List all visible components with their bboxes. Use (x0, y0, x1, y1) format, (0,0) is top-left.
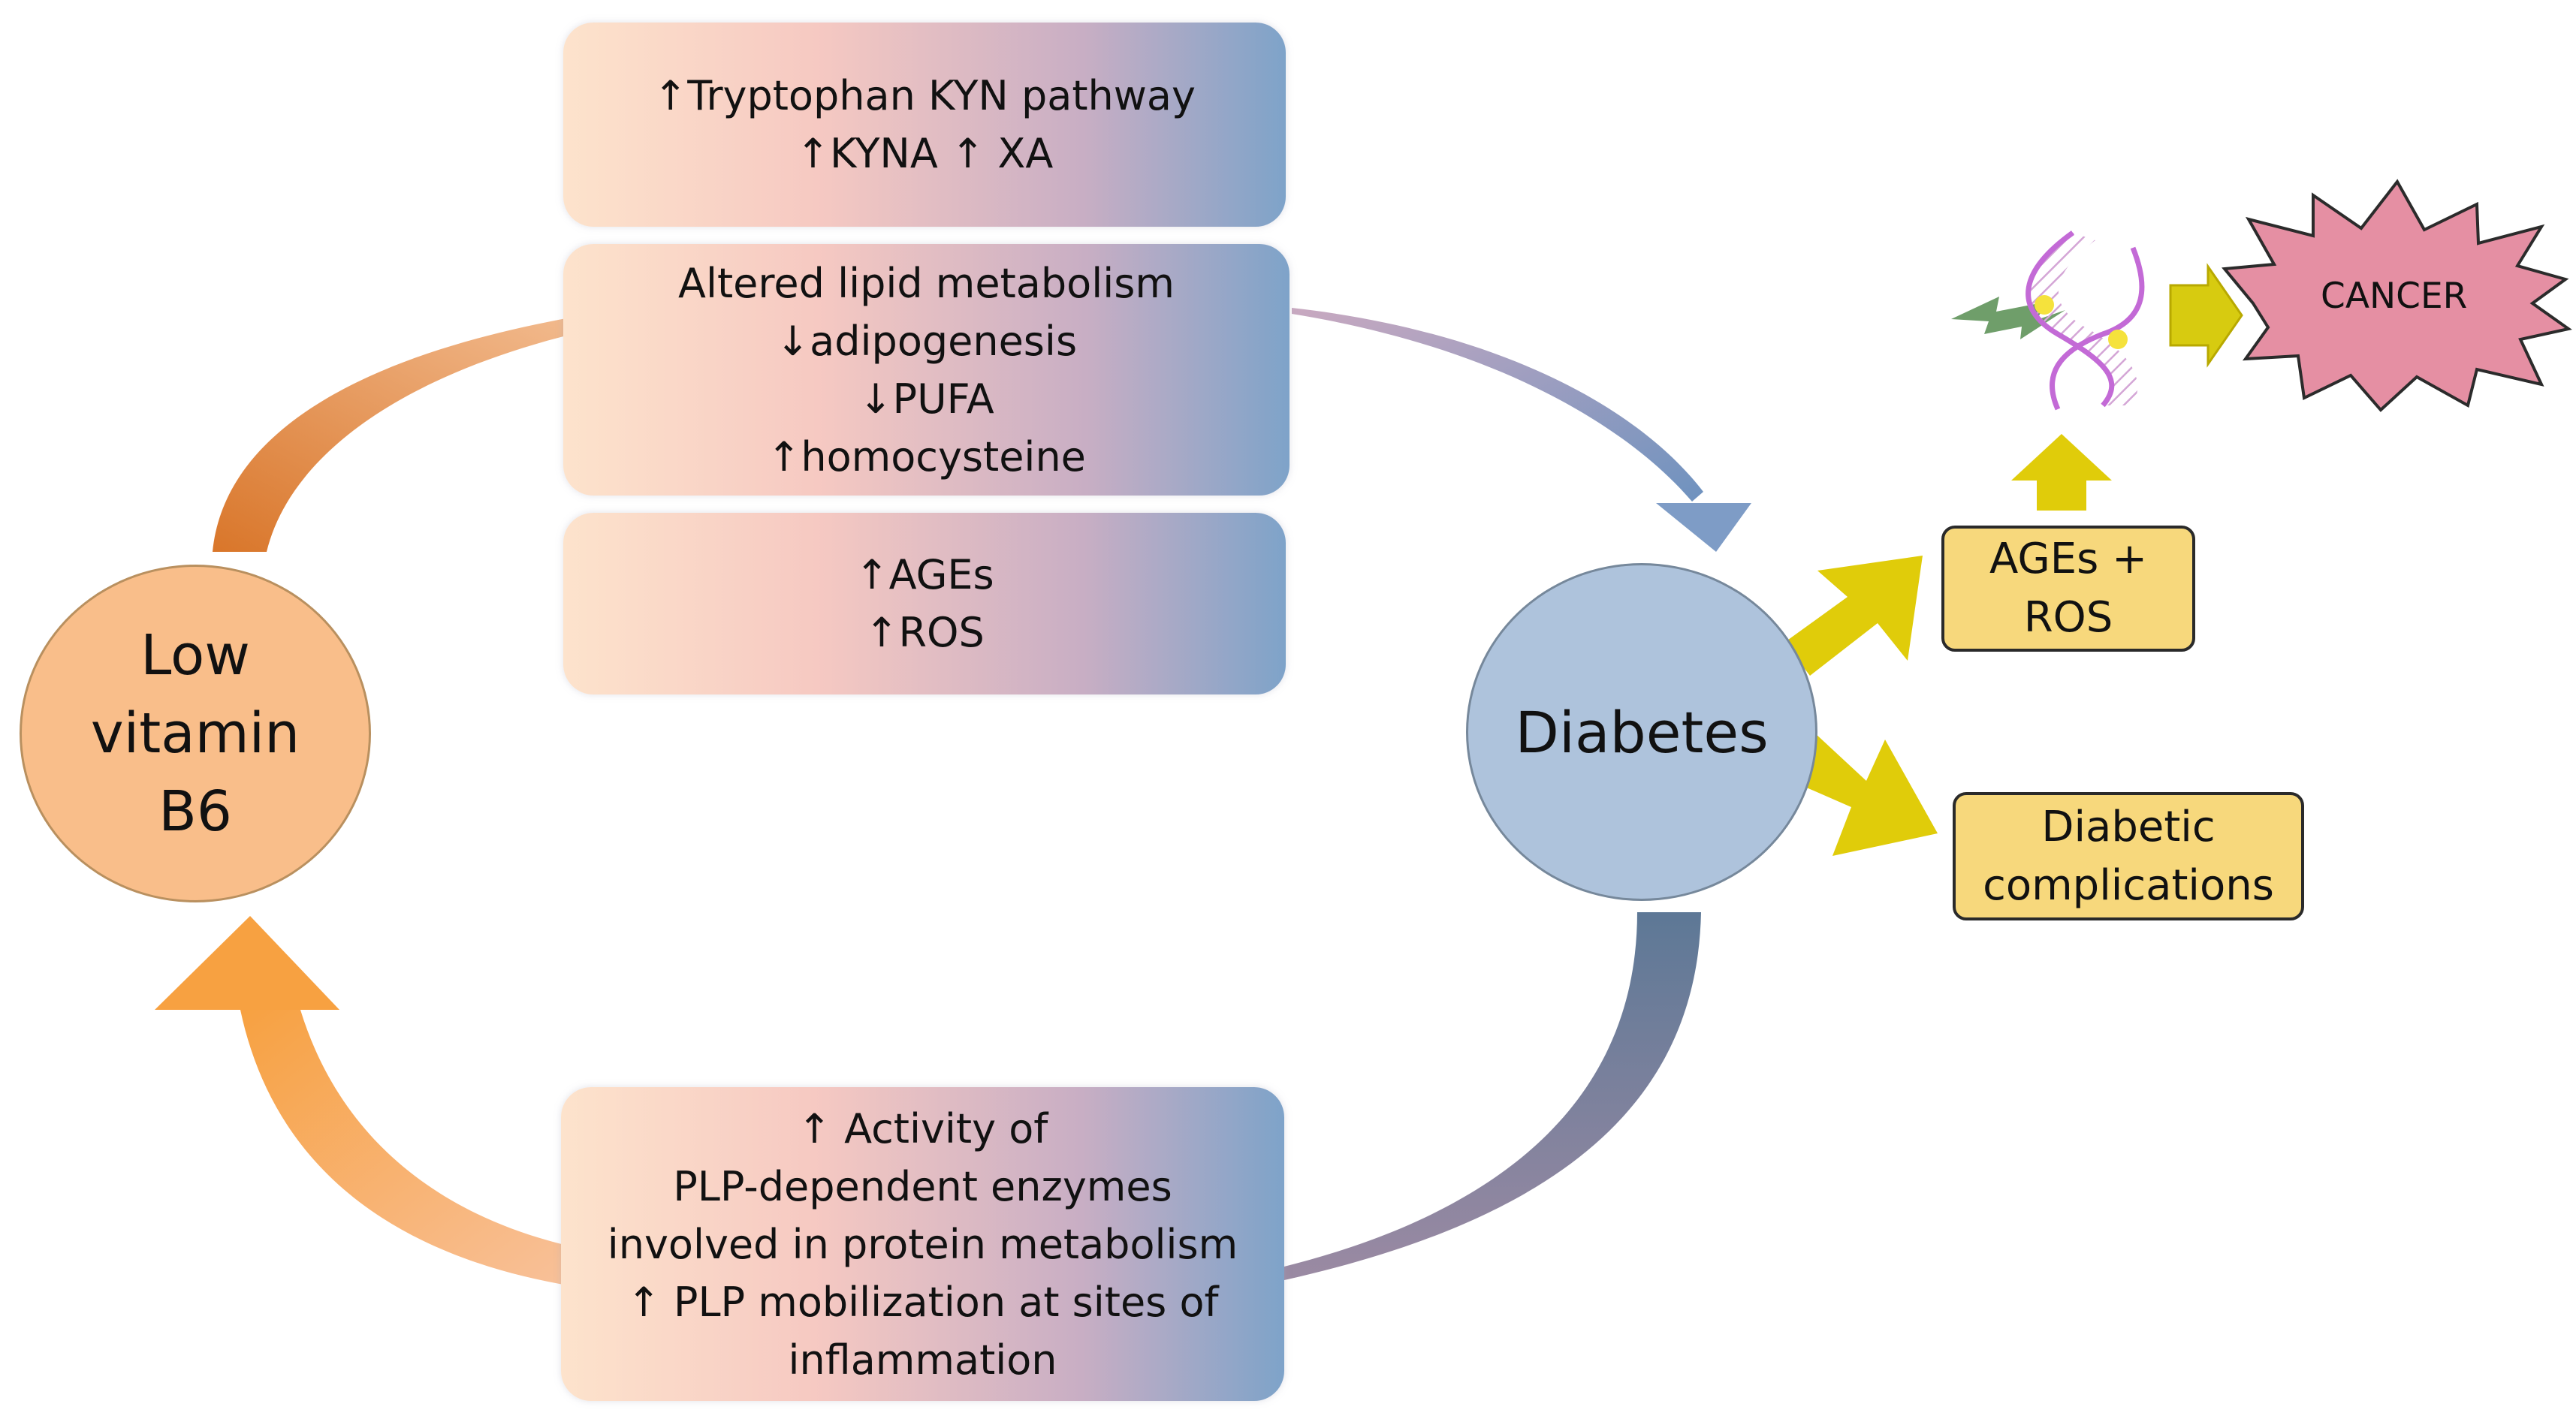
ages-plus-line: AGEs + (1989, 535, 2147, 583)
dna-icon (2026, 230, 2145, 411)
starburst-icon (2222, 179, 2572, 412)
plp-line-4: ↑ PLP mobilization at sites of (626, 1278, 1219, 1326)
diabetic-complications-box: Diabetic complications (1953, 792, 2304, 920)
ages-line: ↑AGEs (855, 551, 994, 598)
ros-line: ↑ROS (864, 609, 985, 656)
low-b6-line-1: Low (140, 623, 250, 688)
ages-plus-ros-box: AGEs + ROS (1941, 526, 2195, 652)
low-b6-line-2: vitamin (90, 701, 300, 766)
yellow-arrow-to-cancer (2169, 263, 2243, 368)
ages-ros-increase-box: ↑AGEs ↑ROS (563, 513, 1286, 694)
curve-arrow-plp-to-b6 (155, 916, 610, 1291)
plp-line-3: involved in protein metabolism (607, 1220, 1238, 1268)
complications-line-2: complications (1983, 860, 2274, 910)
plp-enzymes-box: ↑ Activity of PLP-dependent enzymes invo… (561, 1087, 1284, 1401)
yellow-arrow-to-complications (1791, 732, 1938, 856)
lipid-metabolism-box: Altered lipid metabolism ↓adipogenesis ↓… (563, 244, 1290, 496)
curve-arrow-b6-to-boxes (213, 299, 706, 552)
diabetes-label: Diabetes (1515, 698, 1769, 766)
yellow-arrow-to-ages-ros (1772, 556, 1923, 676)
lipid-line-4: ↑homocysteine (767, 432, 1086, 481)
curve-arrow-boxes-to-diabetes (1292, 308, 1751, 552)
curve-arrow-diabetes-to-plp (1281, 912, 1701, 1280)
ros-outcome-line: ROS (2023, 593, 2113, 642)
diabetes-node: Diabetes (1466, 563, 1817, 901)
tryptophan-line-1: ↑Tryptophan KYN pathway (653, 72, 1196, 119)
lipid-line-1: Altered lipid metabolism (678, 259, 1175, 307)
plp-line-5: inflammation (788, 1336, 1057, 1384)
plp-line-1: ↑ Activity of (797, 1104, 1048, 1152)
yellow-arrow-up-to-dna (2011, 434, 2112, 511)
tryptophan-line-2: ↑KYNA ↑ XA (795, 130, 1054, 177)
low-b6-line-3: B6 (158, 779, 232, 844)
complications-line-1: Diabetic (2041, 802, 2216, 851)
low-vitamin-b6-node: Low vitamin B6 (20, 565, 371, 902)
tryptophan-kyn-box: ↑Tryptophan KYN pathway ↑KYNA ↑ XA (563, 23, 1286, 227)
lipid-line-2: ↓adipogenesis (775, 317, 1078, 365)
plp-line-2: PLP-dependent enzymes (673, 1162, 1172, 1210)
lipid-line-3: ↓PUFA (858, 375, 994, 423)
cancer-label: CANCER (2321, 276, 2468, 317)
